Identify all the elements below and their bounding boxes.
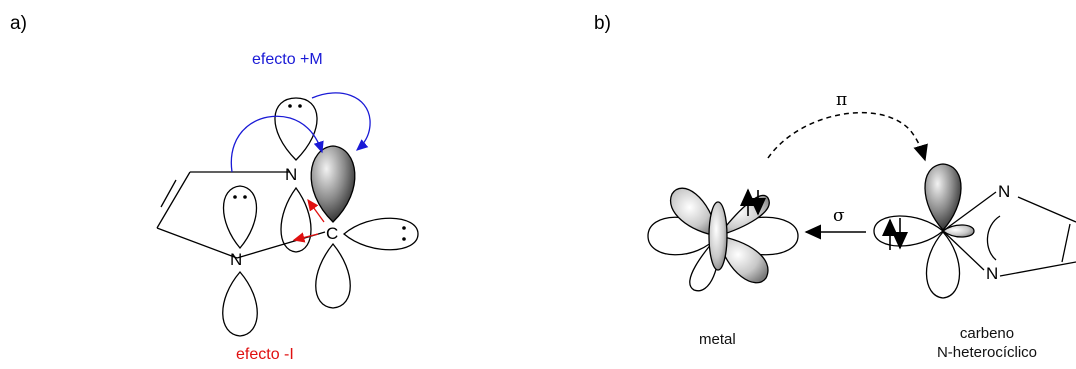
carbene-atom-n-top: N	[998, 182, 1011, 201]
panel-b	[647, 111, 1076, 299]
sigma-label: σ	[833, 206, 845, 226]
carbene-ring-bonds	[942, 191, 1076, 277]
atom-n-bottom: N	[230, 250, 243, 269]
carbon-p-orbital-lower	[315, 242, 351, 309]
carbene-empty-p-orbital	[924, 163, 962, 231]
metal-d-center-ring	[708, 201, 728, 271]
panel-a	[156, 97, 419, 337]
carbene-sigma-back-lobe	[941, 224, 975, 238]
ring-bonds	[156, 171, 326, 259]
pi-label: π	[836, 90, 848, 110]
inductive-arrows	[292, 198, 325, 243]
carbene-atom-n-bottom: N	[986, 264, 999, 283]
atom-n-top: N	[285, 165, 298, 184]
pi-back-donation-arrow	[767, 111, 928, 162]
panel-a-label: a)	[10, 13, 27, 34]
carbene-p-orbital-lower	[925, 231, 961, 299]
metal-d-lobe-lower-right	[717, 235, 769, 284]
metal-caption: metal	[699, 331, 736, 348]
panel-b-label: b)	[594, 13, 611, 34]
n-top-lone-pair-orbital	[274, 97, 318, 161]
inductive-effect-label: efecto -I	[236, 346, 294, 363]
carbene-sigma-orbital	[873, 215, 945, 247]
metal-d-lobe-upper-left	[669, 187, 719, 237]
carbene-ring-inner-arc	[986, 215, 1001, 261]
carbon-empty-p-orbital	[310, 145, 356, 223]
n-top-p-orbital-lower	[280, 186, 312, 253]
carbon-sigma-lone-pair-orbital	[342, 217, 419, 251]
n-bottom-p-orbital-lower	[222, 271, 258, 337]
mesomeric-arrows	[230, 92, 371, 173]
carbene-caption-line2: N-heterocíclico	[936, 344, 1038, 361]
carbene-caption-line1: carbeno	[959, 325, 1015, 342]
atom-carbon: C	[326, 224, 339, 243]
n-bottom-p-orbital-upper	[222, 185, 258, 250]
mesomeric-effect-label: efecto +M	[252, 51, 323, 68]
